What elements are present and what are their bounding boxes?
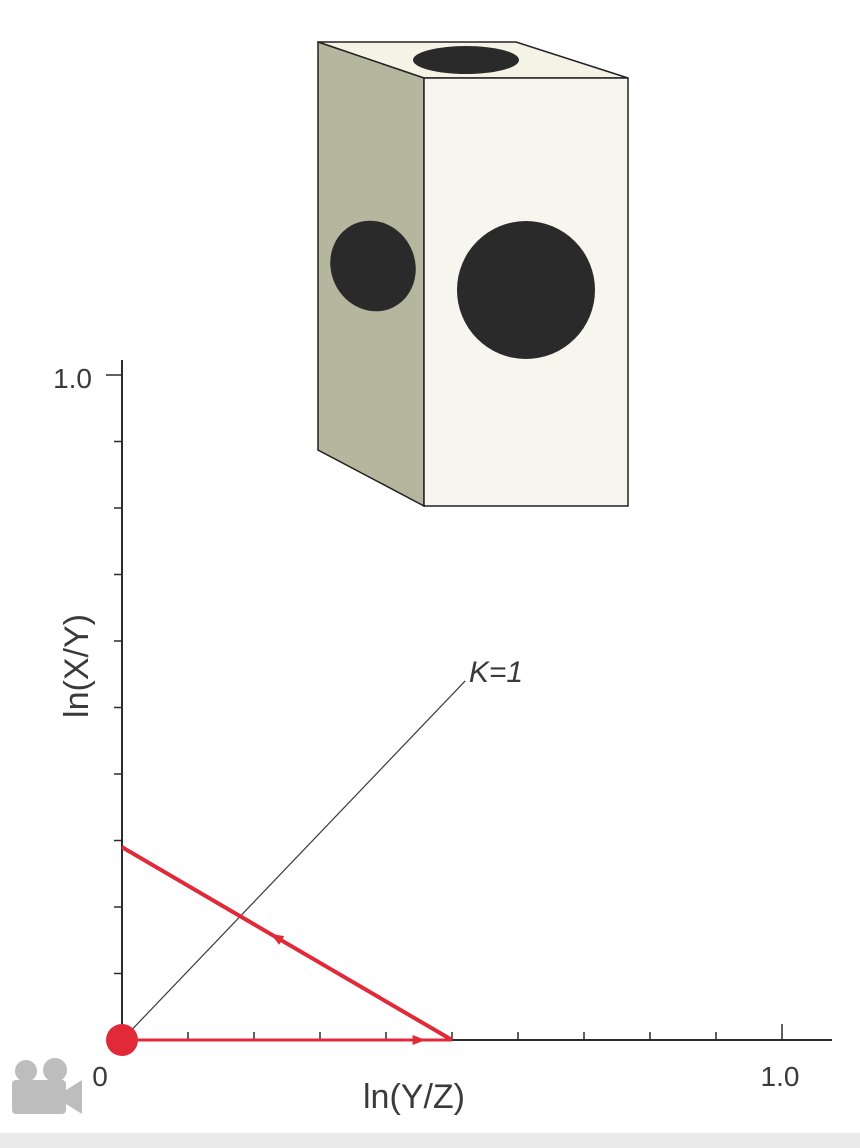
prism-front-spot: [457, 221, 595, 359]
bottom-strip: [0, 1133, 860, 1148]
trajectory-arrow: [270, 933, 285, 945]
x-axis-ticks: [187, 1024, 783, 1040]
trajectory-segment: [120, 845, 454, 1042]
movie-camera-icon[interactable]: [12, 1058, 82, 1114]
k1-reference-line: [121, 680, 466, 1041]
start-point-marker: [106, 1024, 138, 1056]
x-axis-label: ln(Y/Z): [363, 1078, 465, 1116]
prism-side-spot: [330, 220, 416, 312]
y-axis-label: ln(X/Y): [58, 614, 96, 718]
y-axis-ticks: [106, 374, 122, 975]
prism-illustration: [317, 40, 629, 508]
trajectory-arrow: [412, 1035, 426, 1045]
x-tick-label-origin: 0: [92, 1061, 108, 1092]
trajectory-series: [120, 845, 454, 1045]
prism-top-spot: [413, 46, 519, 74]
y-tick-label-max: 1.0: [53, 363, 92, 394]
x-tick-label-max: 1.0: [761, 1061, 800, 1092]
k1-line-label: K=1: [469, 656, 523, 689]
